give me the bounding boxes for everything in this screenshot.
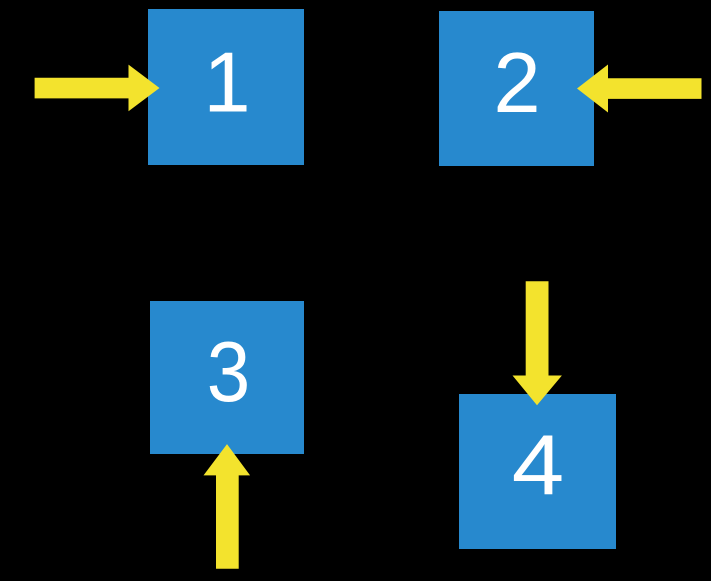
svg-text:1: 1 xyxy=(203,36,250,131)
svg-text:4: 4 xyxy=(512,419,564,514)
svg-text:2: 2 xyxy=(493,36,540,131)
svg-text:3: 3 xyxy=(207,325,250,420)
